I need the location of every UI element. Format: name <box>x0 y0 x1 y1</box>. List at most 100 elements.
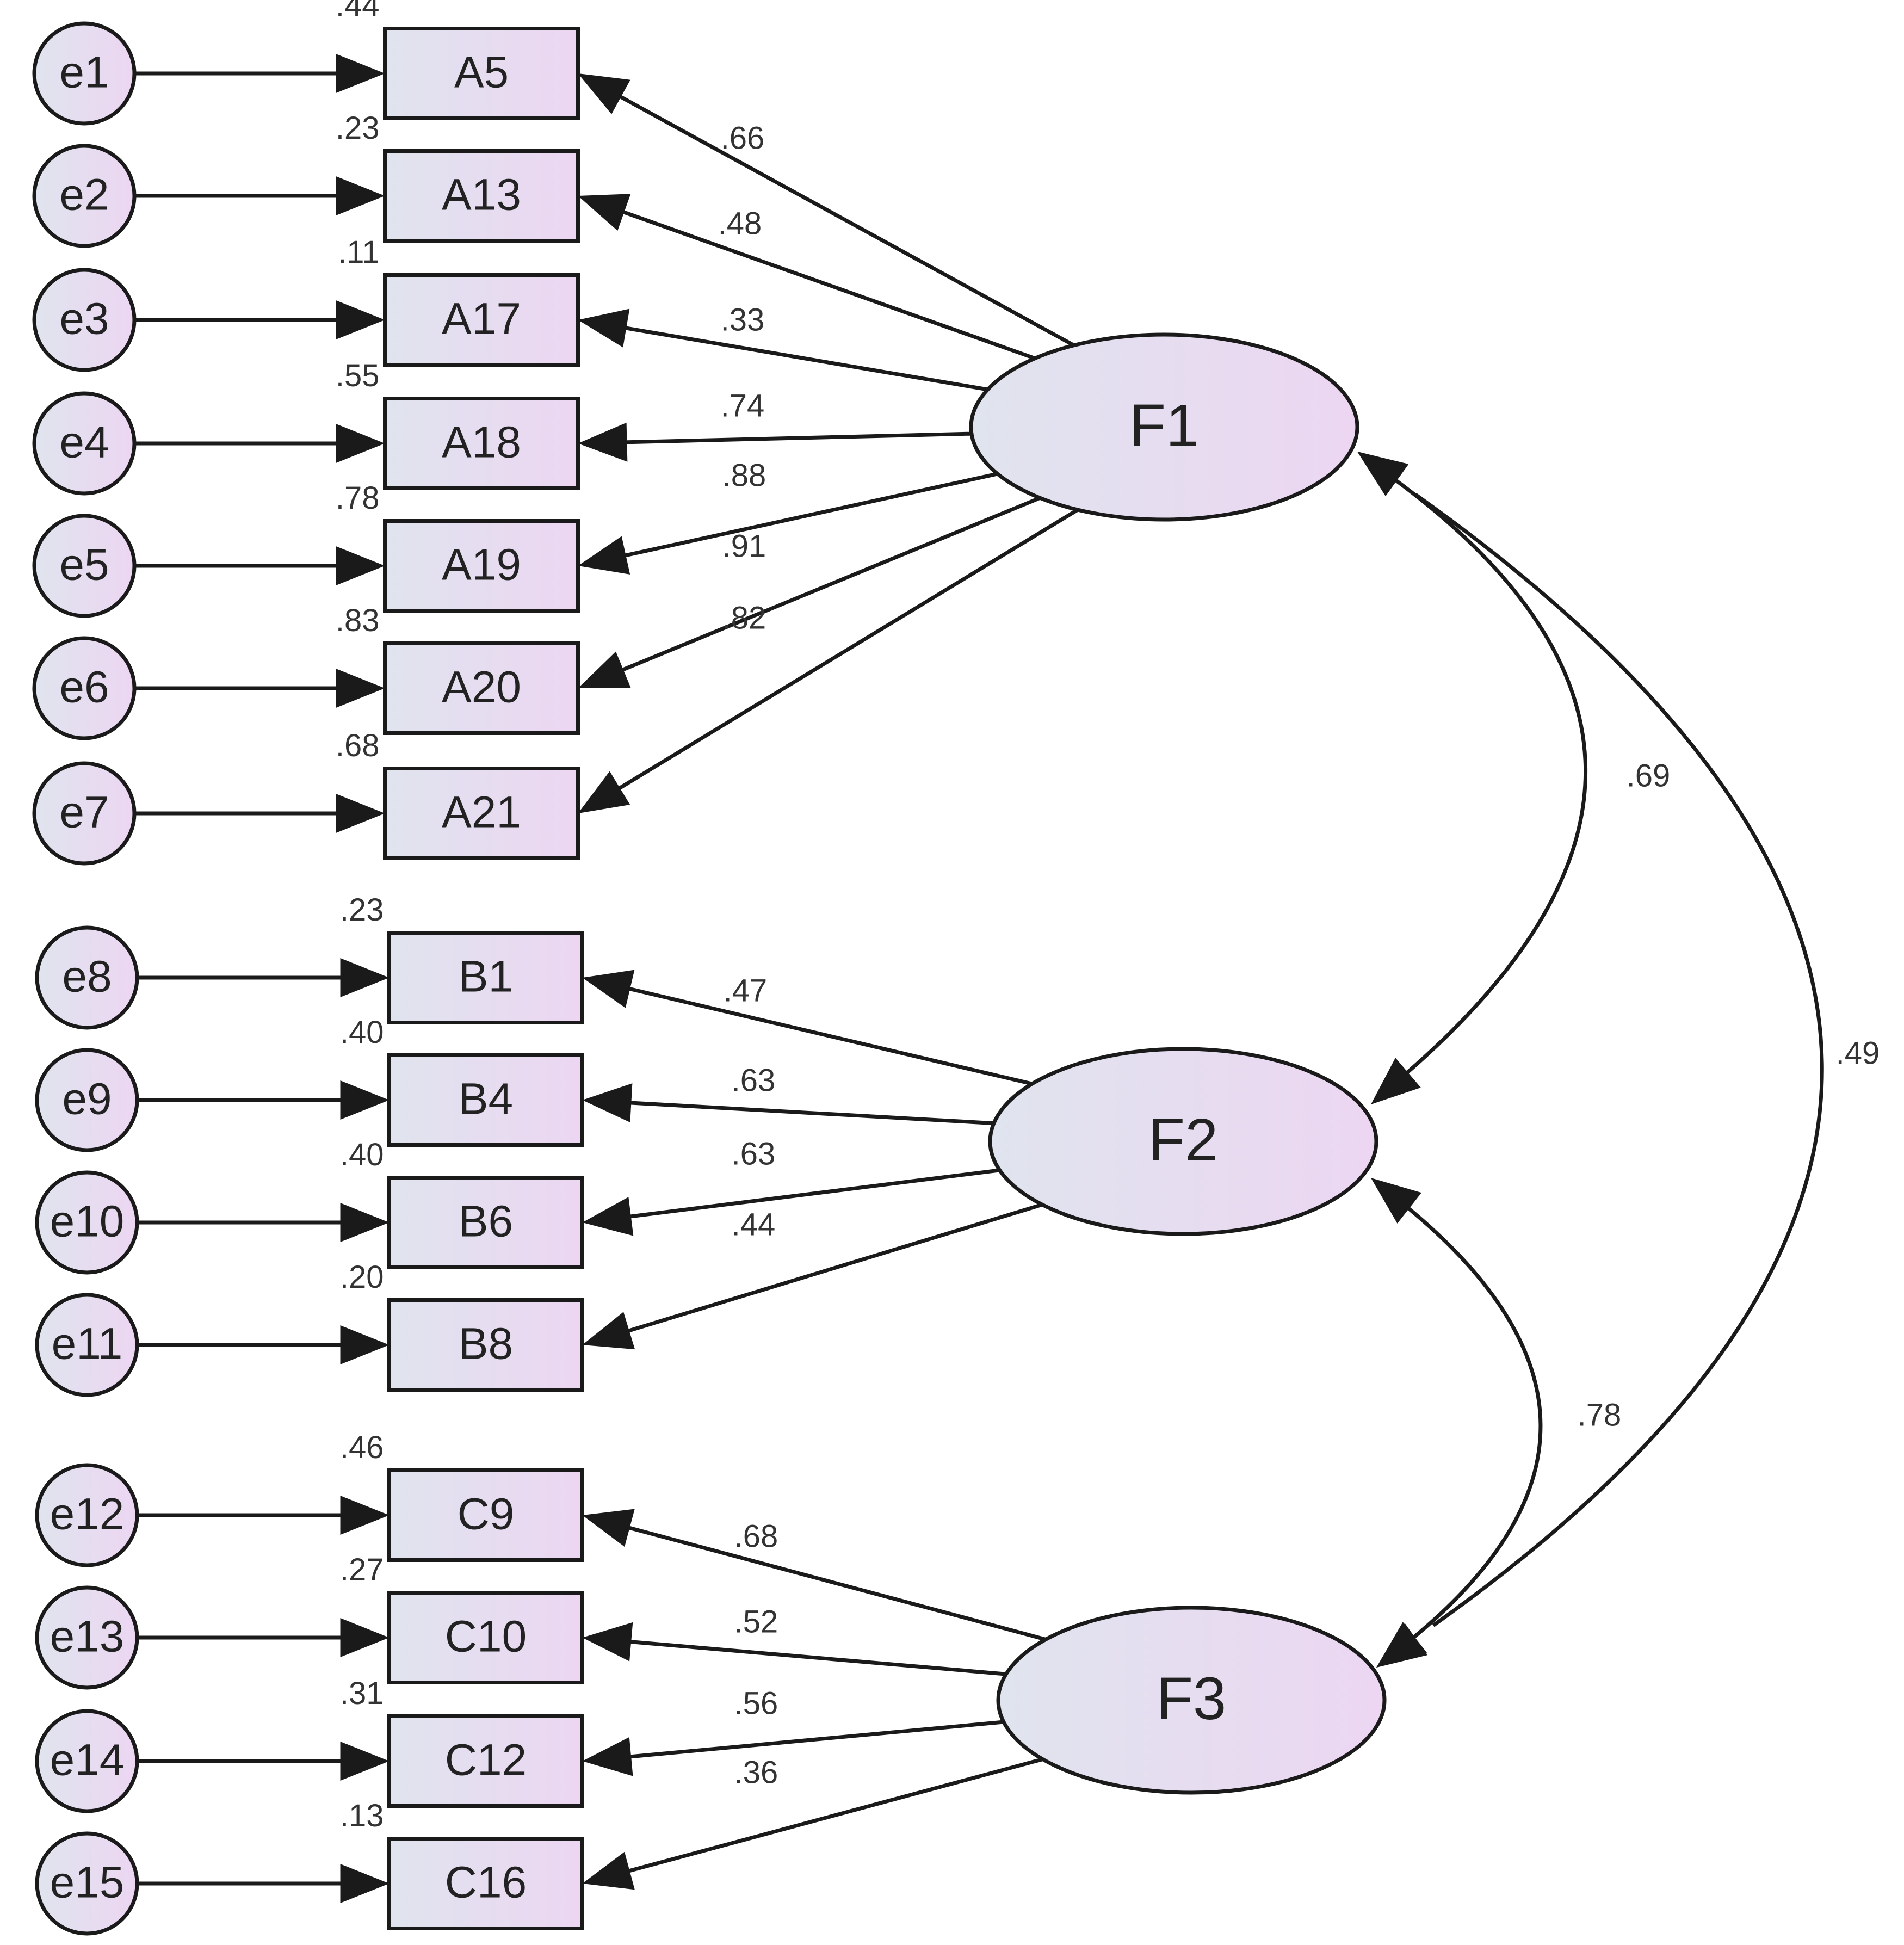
error-node-e9 <box>35 1048 139 1152</box>
loading-label: .52 <box>734 1604 778 1639</box>
indicator-label: C9 <box>458 1490 515 1539</box>
error-label: e10 <box>50 1197 125 1246</box>
error-node-e14 <box>35 1709 139 1813</box>
correlation-arrow-F2-F3 <box>1391 1194 1543 1652</box>
loading-arrow-A17-head <box>578 308 630 348</box>
indicator-box-A19 <box>383 519 580 613</box>
loading-label: .63 <box>732 1136 776 1171</box>
error-node-e2 <box>32 144 137 248</box>
correlation-arrow-F2-F3-head-start <box>1371 1178 1422 1224</box>
error-node-e10 <box>35 1170 139 1275</box>
error-arrow-e5-head <box>336 546 385 585</box>
loading-arrow-B6-head <box>582 1197 634 1236</box>
r2-label: .40 <box>340 1137 384 1172</box>
error-label: e7 <box>59 788 109 837</box>
indicator-box-A17 <box>383 273 580 367</box>
r2-label: .78 <box>336 480 380 516</box>
r2-label: .27 <box>340 1552 384 1588</box>
factor-label: F2 <box>1148 1107 1218 1174</box>
indicator-label: C10 <box>445 1612 527 1662</box>
loading-label: .91 <box>722 528 766 564</box>
indicator-label: B6 <box>459 1197 513 1246</box>
indicator-box-A20 <box>383 641 580 735</box>
loading-arrow-A5 <box>615 92 1130 378</box>
error-node-e12 <box>35 1463 139 1567</box>
correlation-arrow-F1-F3-head-end <box>1376 1623 1428 1668</box>
indicator-label: B8 <box>459 1319 513 1369</box>
loading-label: .36 <box>734 1755 778 1790</box>
error-node-e6 <box>32 636 137 740</box>
r2-label: .31 <box>340 1676 384 1711</box>
error-arrow-e4-head <box>336 424 385 463</box>
factor-node-F2 <box>988 1047 1378 1236</box>
indicator-label: A5 <box>454 48 509 97</box>
indicator-label: A20 <box>442 663 521 712</box>
indicator-box-C16 <box>387 1837 584 1930</box>
r2-label: .68 <box>336 728 380 763</box>
factor-node-F1 <box>969 332 1359 522</box>
error-label: e4 <box>59 418 109 467</box>
loading-label: .33 <box>721 302 765 337</box>
indicator-box-A21 <box>383 767 580 860</box>
loading-arrow-A13-head <box>578 194 631 231</box>
loading-arrow-A21 <box>614 477 1130 793</box>
r2-label: .11 <box>338 234 379 270</box>
indicator-box-A18 <box>383 397 580 490</box>
error-node-e5 <box>32 514 137 618</box>
r2-label: .83 <box>336 603 380 638</box>
error-label: e13 <box>50 1612 125 1662</box>
indicator-label: B1 <box>459 952 513 1002</box>
error-arrow-e7-head <box>336 794 385 833</box>
r2-label: .55 <box>336 358 380 393</box>
loading-label: .48 <box>718 206 762 241</box>
correlation-arrow-F1-F2-head-end <box>1371 1058 1421 1104</box>
loading-arrow-A21-head <box>578 771 630 813</box>
loading-label: .44 <box>732 1207 776 1242</box>
loading-label: .88 <box>722 458 766 493</box>
error-label: e15 <box>50 1858 125 1907</box>
factor-node-F3 <box>996 1606 1387 1795</box>
factor-label: F1 <box>1129 392 1199 459</box>
error-label: e12 <box>50 1490 125 1539</box>
indicator-box-C10 <box>387 1591 584 1684</box>
indicator-label: B4 <box>459 1075 513 1124</box>
indicator-box-B1 <box>387 931 584 1024</box>
error-arrow-e1-head <box>336 54 385 93</box>
loading-arrow-A18-head <box>578 422 628 462</box>
loading-arrow-C16-head <box>582 1851 635 1890</box>
correlation-arrow-F1-F3-head-start <box>1357 452 1409 496</box>
indicator-box-B8 <box>387 1298 584 1392</box>
indicator-box-C12 <box>387 1714 584 1808</box>
loading-arrow-B8-head <box>582 1312 635 1350</box>
error-arrow-e10-head <box>340 1203 390 1242</box>
indicator-label: A17 <box>442 294 521 344</box>
loading-arrow-A5-head <box>578 73 630 114</box>
error-node-e8 <box>35 925 139 1030</box>
loading-label: .82 <box>722 600 766 635</box>
loading-label: .68 <box>734 1518 778 1554</box>
loading-label: .56 <box>734 1685 778 1721</box>
error-label: e8 <box>62 952 112 1002</box>
indicator-label: C16 <box>445 1858 527 1907</box>
correlation-label-F1-F3: .49 <box>1836 1035 1880 1071</box>
error-arrow-e3-head <box>336 300 385 339</box>
loading-arrow-A19-head <box>578 536 630 575</box>
indicator-box-C9 <box>387 1468 584 1562</box>
loading-arrow-C10-head <box>582 1622 633 1662</box>
error-node-e11 <box>35 1293 139 1397</box>
error-label: e9 <box>62 1075 112 1124</box>
indicator-box-A13 <box>383 149 580 243</box>
error-arrow-e12-head <box>340 1496 390 1535</box>
error-label: e3 <box>59 294 109 344</box>
loading-label: .66 <box>721 120 765 156</box>
indicator-label: C12 <box>445 1736 527 1785</box>
loading-label: .47 <box>724 973 768 1008</box>
r2-label: .46 <box>340 1430 384 1465</box>
loading-arrow-A20-head <box>578 651 631 688</box>
error-arrow-e8-head <box>340 958 390 997</box>
loading-label: .74 <box>721 388 765 423</box>
path-lines-layer <box>134 54 1824 1903</box>
error-label: e11 <box>52 1319 123 1369</box>
